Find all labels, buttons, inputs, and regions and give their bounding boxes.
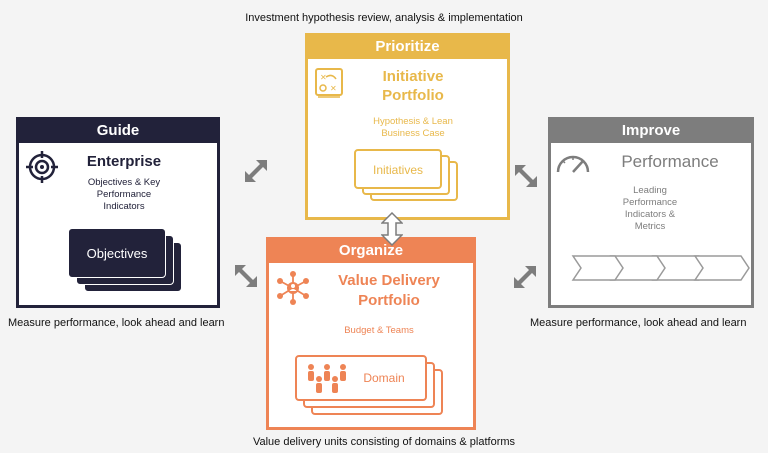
organize-header: Organize: [268, 239, 474, 263]
double-arrow-guide-organize: [235, 265, 257, 287]
double-arrow-prioritize-improve: [515, 165, 537, 187]
svg-text:✕: ✕: [320, 73, 327, 82]
target-icon: [26, 151, 58, 183]
chevron-arrows-graphic: [571, 255, 750, 281]
people-icon: [308, 364, 346, 393]
objectives-label: Objectives: [86, 246, 148, 261]
initiatives-label: Initiatives: [372, 163, 424, 177]
improve-title: Performance: [621, 152, 719, 171]
strategy-board-icon: ✕ ✕: [315, 68, 343, 98]
guide-header: Guide: [18, 119, 218, 143]
svg-text:✕: ✕: [330, 84, 337, 93]
caption-bottom: Value delivery units consisting of domai…: [252, 436, 516, 448]
prioritize-header: Prioritize: [307, 35, 508, 59]
double-arrow-prioritize-organize: [381, 212, 403, 246]
caption-left: Measure performance, look ahead and lear…: [8, 317, 225, 329]
initiatives-stack-front: [354, 149, 442, 189]
network-icon: [277, 271, 309, 305]
speedometer-icon: [556, 155, 590, 173]
double-arrow-organize-improve: [514, 266, 536, 288]
organize-subtitle: Budget & Teams: [344, 325, 414, 336]
caption-right: Measure performance, look ahead and lear…: [530, 317, 747, 329]
double-arrow-guide-prioritize: [245, 160, 267, 182]
improve-header: Improve: [550, 119, 752, 143]
domain-label: Domain: [363, 371, 405, 385]
objectives-stack-front: [68, 228, 166, 278]
caption-top: Investment hypothesis review, analysis &…: [245, 12, 523, 24]
guide-title: Enterprise: [86, 153, 162, 170]
